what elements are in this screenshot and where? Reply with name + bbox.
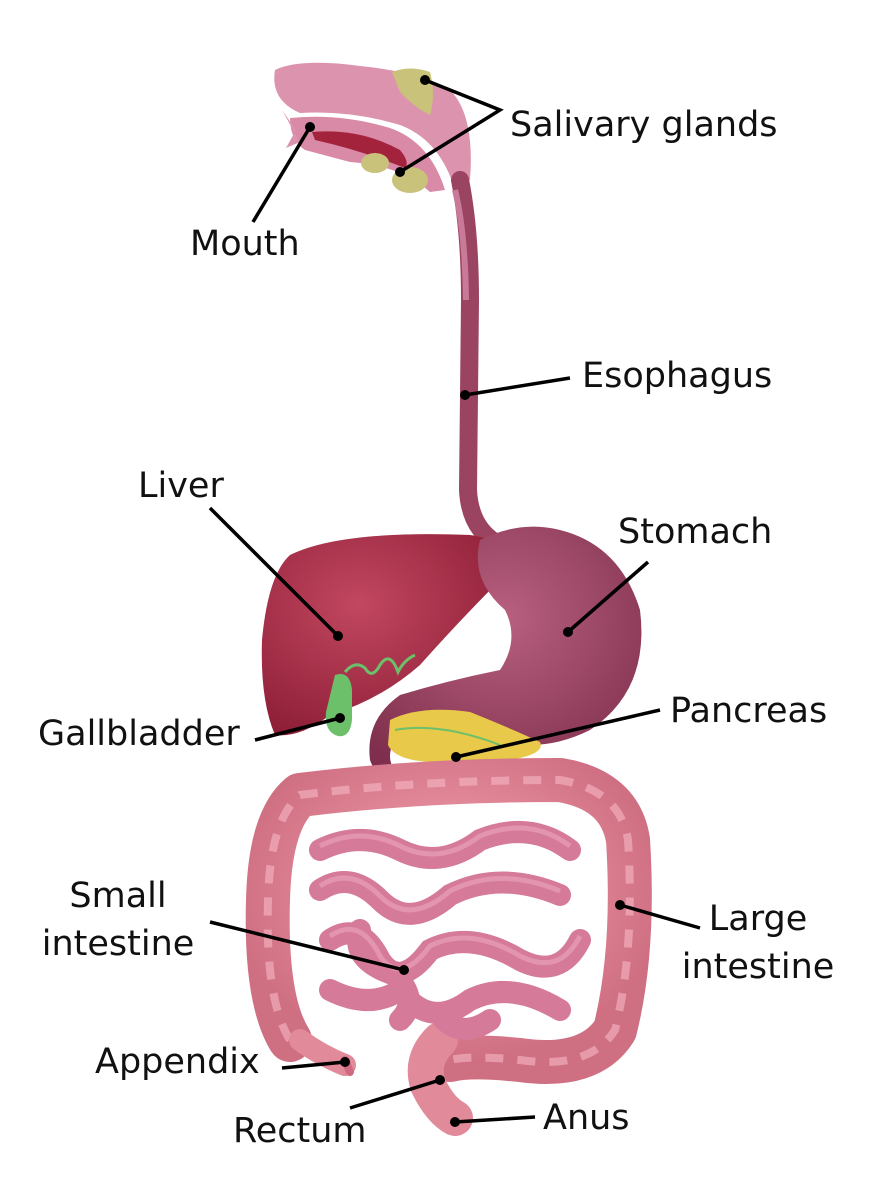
label-large-intestine-line2: intestine	[682, 947, 835, 987]
liver-organ	[261, 534, 506, 736]
leader-lines	[208, 75, 701, 1127]
label-small-intestine-line2: intestine	[42, 924, 195, 964]
esophagus-organ	[451, 171, 509, 554]
label-small-intestine-line1: Small	[69, 876, 166, 916]
label-appendix: Appendix	[95, 1042, 260, 1082]
label-pancreas: Pancreas	[670, 691, 827, 731]
pancreas-organ	[388, 709, 541, 763]
label-mouth: Mouth	[190, 224, 300, 264]
label-salivary-glands: Salivary glands	[510, 105, 778, 145]
label-large-intestine-line1: Large	[709, 899, 807, 939]
label-esophagus: Esophagus	[582, 356, 772, 396]
label-gallbladder: Gallbladder	[38, 714, 240, 754]
label-anus: Anus	[543, 1098, 630, 1138]
label-liver: Liver	[138, 466, 224, 506]
label-stomach: Stomach	[618, 512, 772, 552]
label-rectum: Rectum	[233, 1111, 367, 1151]
